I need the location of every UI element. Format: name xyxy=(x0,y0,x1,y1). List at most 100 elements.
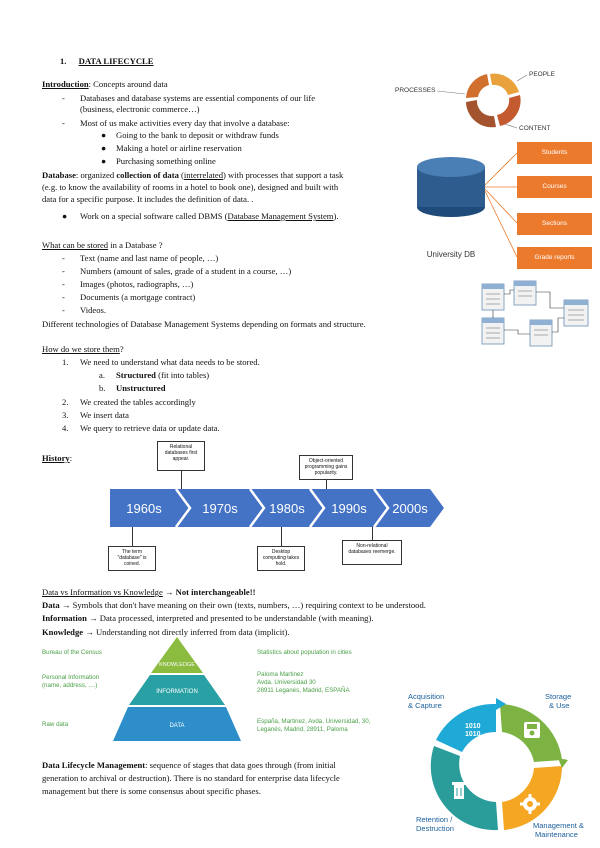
note-connector xyxy=(132,527,133,546)
step-text: We need to understand what data needs to… xyxy=(80,357,260,367)
sub-text: Structured (fit into tables) xyxy=(116,370,209,381)
dik-heading: Data vs Information vs Knowledge → Not i… xyxy=(42,587,255,598)
lifecycle-line-1: : sequence of stages that data goes thro… xyxy=(145,760,336,770)
table-icon xyxy=(481,283,505,311)
gear-icon xyxy=(520,794,540,814)
sub-text: Unstructured xyxy=(116,383,166,394)
lifecycle-line-3: management but there is some consensus a… xyxy=(42,786,261,796)
pyramid-left-mid-2: (name, address, ....) xyxy=(42,682,98,689)
timeline-divider xyxy=(174,489,192,527)
data-lifecycle-wheel: 1010 1010 Acquisition & Capture Storage … xyxy=(408,692,584,839)
decade-1960s: 1960s xyxy=(126,501,162,516)
db-box-students: Students xyxy=(517,142,592,164)
wheel-retention xyxy=(430,746,498,831)
dbms-term: Database Management System xyxy=(227,211,334,221)
stored-item: Images (photos, radiographs, …) xyxy=(80,279,194,289)
pyramid-label-information: INFORMATION xyxy=(156,689,198,695)
dik-know-label: Knowledge xyxy=(42,627,84,637)
stored-after: Different technologies of Database Manag… xyxy=(42,319,366,329)
intro-text: : Concepts around data xyxy=(88,79,168,89)
structured-desc: (fit into tables) xyxy=(155,370,210,380)
table-icon xyxy=(513,280,537,306)
table-icon xyxy=(563,299,589,327)
cycle-segment xyxy=(490,73,519,95)
step-number: 2. xyxy=(62,397,69,407)
table-icon xyxy=(481,317,505,345)
lifecycle-label: Data Lifecycle Management xyxy=(42,760,146,770)
pointer-line xyxy=(436,90,466,95)
db-label: University DB xyxy=(427,250,475,259)
label-storage-2: & Use xyxy=(549,701,569,710)
structured-term: Structured xyxy=(116,370,156,380)
pyramid-information xyxy=(129,675,225,705)
note-relational: Relational databases first appear. xyxy=(157,441,205,471)
db-connector xyxy=(484,190,518,258)
step-number: 4. xyxy=(62,423,69,433)
decade-1990s: 1990s xyxy=(331,501,367,516)
wheel-arrow xyxy=(558,758,568,768)
pyramid-right-mid-1: Paloma Martinez xyxy=(257,671,304,678)
database-bullet: Work on a special software called DBMS (… xyxy=(80,211,339,222)
history-colon: : xyxy=(69,453,73,463)
trash-icon xyxy=(452,782,466,799)
dash: - xyxy=(62,292,65,302)
step-text: We insert data xyxy=(80,410,129,420)
decade-2000s: 2000s xyxy=(392,501,428,516)
intro-dash-1: - xyxy=(62,93,65,103)
intro-item-1b: (business, electronic commerce…) xyxy=(80,104,200,114)
pyramid-label-data: DATA xyxy=(169,723,184,729)
dik-data-text: → Symbols that don't have meaning on the… xyxy=(59,600,426,610)
label-retention-1: Retention / xyxy=(416,815,453,824)
section-title: 1. DATA LIFECYCLE xyxy=(60,56,154,67)
cylinder-top xyxy=(417,157,485,177)
db-box-sections: Sections xyxy=(517,213,592,235)
dash: - xyxy=(62,305,65,315)
note-connector xyxy=(326,480,327,489)
dik-arrow: → xyxy=(162,587,176,597)
database-t4: interrelated xyxy=(183,170,224,180)
how-heading-text: How do we store them xyxy=(42,344,120,354)
database-bullet-end: ). xyxy=(333,211,339,221)
intro-label: Introduction xyxy=(42,79,89,89)
stored-heading-end: in a Database ? xyxy=(108,240,163,250)
database-t2: collection of data xyxy=(116,170,179,180)
schema-link xyxy=(536,291,564,309)
database-t1: : organized xyxy=(75,170,117,180)
section-number: 1. xyxy=(60,56,67,66)
dik-pyramid: KNOWLEDGE INFORMATION DATA xyxy=(113,637,241,741)
intro-item-2: Most of us make activities every day tha… xyxy=(80,118,290,128)
pyramid-right-bot-2: Leganés, Madrid, 28911, Paloma xyxy=(257,726,348,733)
label-management-2: Maintenance xyxy=(535,830,578,839)
database-bullet-text: Work on a special software called DBMS ( xyxy=(80,211,228,221)
dik-heading-text: Data vs Information vs Knowledge xyxy=(42,587,163,597)
stored-item: Videos. xyxy=(80,305,106,315)
intro-heading: Introduction: Concepts around data xyxy=(42,79,168,90)
timeline-arrow xyxy=(110,489,444,527)
label-management-1: Management & xyxy=(533,821,584,830)
db-box-grade-reports: Grade reports xyxy=(517,247,592,269)
dik-info-label: Information xyxy=(42,613,87,623)
label-storage-1: Storage xyxy=(545,692,571,701)
label-retention-2: Destruction xyxy=(416,824,454,833)
pyramid-left-bottom: Raw data xyxy=(42,721,69,728)
pyramid-right-mid-2: Avda. Universidad 30 xyxy=(257,679,316,686)
dik-knowledge: Knowledge → Understanding not directly i… xyxy=(42,627,290,638)
intro-item-1: Databases and database systems are essen… xyxy=(80,93,316,103)
bits-text-1: 1010 xyxy=(465,723,481,730)
schema-link xyxy=(504,329,530,335)
wheel-acquisition xyxy=(436,703,496,752)
dik-know-text: → Understanding not directly inferred fr… xyxy=(83,627,290,637)
timeline-divider xyxy=(372,489,390,527)
pyramid-label-knowledge: KNOWLEDGE xyxy=(159,662,195,668)
note-connector xyxy=(181,471,182,489)
pointer-line xyxy=(504,123,518,129)
stored-item: Text (name and last name of people, …) xyxy=(80,253,219,263)
schema-link xyxy=(552,317,564,333)
pyramid-right-bot-1: España, Martinez, Avda. Universidad, 30, xyxy=(257,718,371,725)
bits-text-2: 1010 xyxy=(465,731,481,738)
step-text: We query to retrieve data or update data… xyxy=(80,423,220,433)
stored-item: Documents (a mortgage contract) xyxy=(80,292,196,302)
note-object-oriented: Object-oriented programming gains popula… xyxy=(299,455,353,480)
how-heading: How do we store them? xyxy=(42,344,124,355)
label-acquisition-1: Acquisition xyxy=(408,692,444,701)
